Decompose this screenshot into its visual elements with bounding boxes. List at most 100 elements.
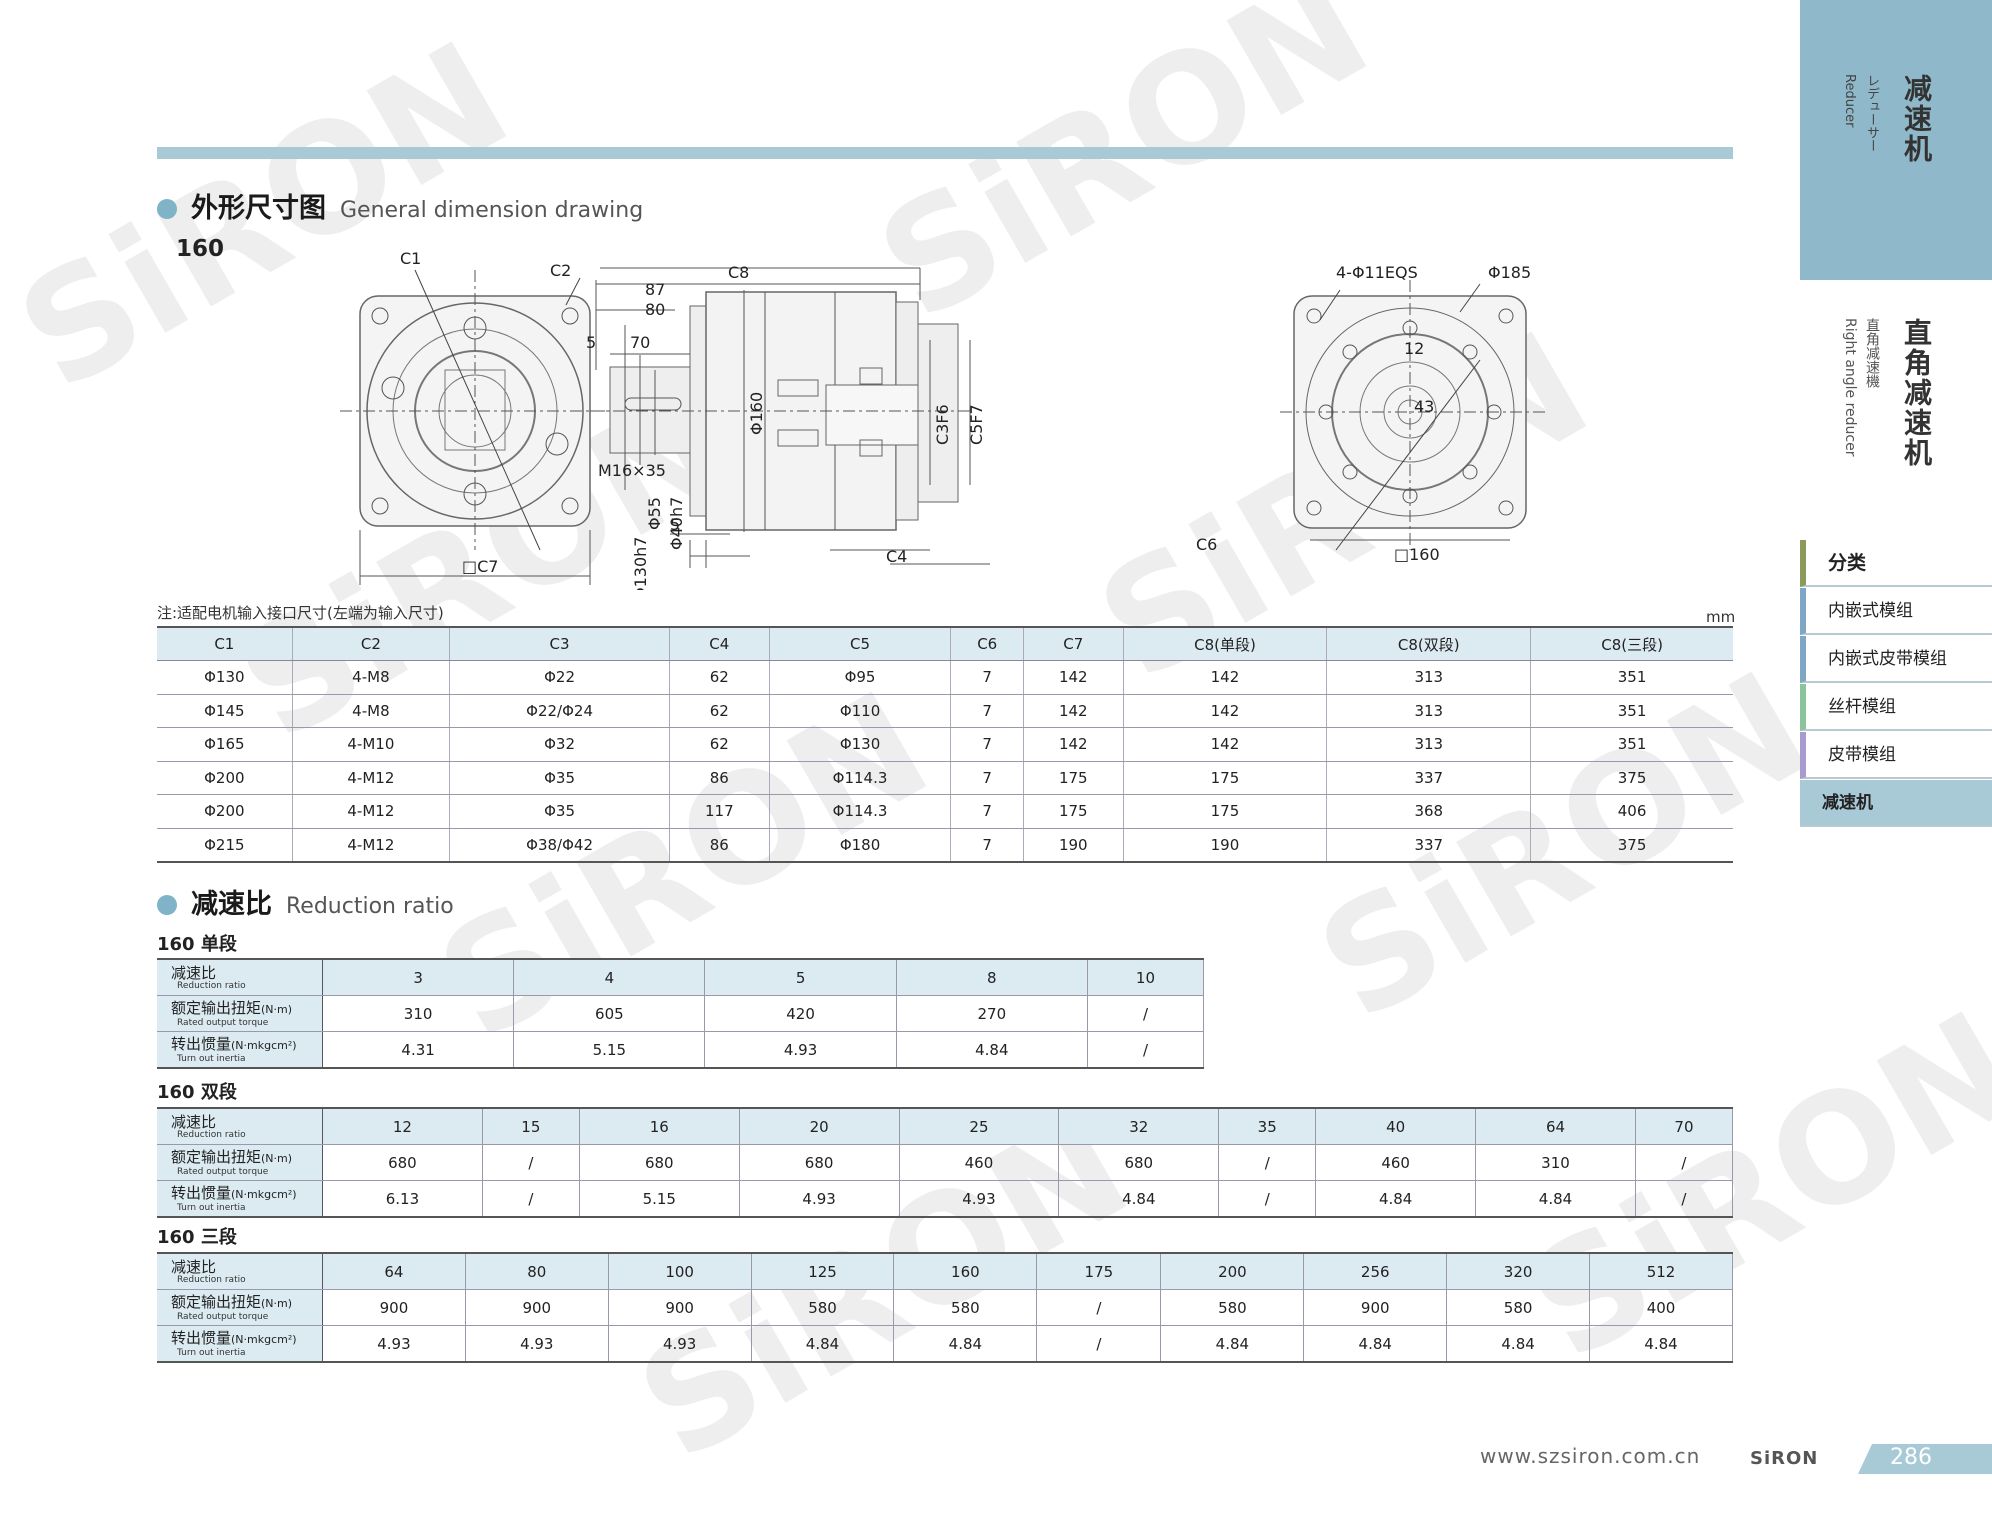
table-cell: 175 — [1023, 794, 1124, 829]
column-header: C3 — [449, 627, 671, 661]
row-label: 额定输出扭矩(N·m)Rated output torque — [157, 995, 323, 1032]
table-cell: Φ130 — [157, 660, 293, 695]
bullet-dot — [157, 895, 177, 915]
table-cell: 351 — [1530, 660, 1733, 695]
table-cell: 4.84 — [1475, 1180, 1636, 1218]
table-cell: 20 — [739, 1108, 900, 1145]
table-cell: Φ110 — [769, 694, 952, 728]
table-cell: 375 — [1530, 761, 1733, 795]
table-cell: 15 — [482, 1108, 580, 1145]
table-cell: 580 — [751, 1289, 895, 1326]
table-cell: Φ114.3 — [769, 761, 952, 795]
table-cell: 256 — [1303, 1253, 1448, 1290]
table-cell: 460 — [899, 1144, 1060, 1181]
table-cell: Φ200 — [157, 761, 293, 795]
table-cell: 4 — [513, 959, 706, 996]
table-cell: 100 — [608, 1253, 752, 1290]
table-cell: 900 — [322, 1289, 466, 1326]
table-cell: Φ180 — [769, 828, 952, 863]
dim-c4-label: C4 — [886, 547, 907, 566]
table-cell: 5.15 — [513, 1031, 706, 1069]
table-cell: 5 — [704, 959, 897, 996]
column-header: C8(三段) — [1530, 627, 1733, 661]
table-cell: 4-M10 — [292, 727, 451, 762]
dim-phi55-label: Φ55 — [645, 497, 664, 530]
table-cell: 313 — [1326, 727, 1532, 762]
table-cell: 313 — [1326, 660, 1532, 695]
page-number-box — [1858, 1444, 1992, 1474]
sidebar-menu-item[interactable]: 内嵌式皮带模组 — [1800, 636, 1992, 683]
table-cell: 4-M8 — [292, 694, 451, 728]
dim-phi40-label: Φ40h7 — [667, 497, 686, 550]
rear-view-drawing: 4-Φ11EQS Φ185 12 43 □160 — [1280, 263, 1545, 564]
footer-brand-logo: SiRON — [1750, 1448, 1819, 1469]
table-cell: 64 — [1475, 1108, 1636, 1145]
table-cell: 4.84 — [1315, 1180, 1477, 1218]
table-cell: 368 — [1326, 794, 1532, 829]
row-label: 转出惯量(N·mkgcm²)Turn out inertia — [157, 1325, 323, 1363]
dim-80-label: 80 — [645, 300, 665, 319]
dim-70-label: 70 — [630, 333, 650, 352]
table-cell: 400 — [1589, 1289, 1733, 1326]
table-cell: 190 — [1123, 828, 1328, 863]
sidebar-menu-item[interactable]: 皮带模组 — [1800, 732, 1992, 779]
dim-holes-label: 4-Φ11EQS — [1336, 263, 1418, 282]
dim-c6-label: C6 — [1196, 535, 1217, 554]
sidebar-menu-item[interactable]: 减速机 — [1800, 780, 1992, 827]
table-cell: 4.93 — [739, 1180, 900, 1218]
table-cell: 175 — [1023, 761, 1124, 795]
table-cell: 200 — [1160, 1253, 1305, 1290]
table-cell: 62 — [669, 727, 770, 762]
table-cell: 8 — [896, 959, 1088, 996]
side-view — [590, 267, 990, 568]
table-cell: 375 — [1530, 828, 1733, 863]
table-cell: Φ35 — [449, 761, 671, 795]
sidebar-title-jp: レデューサー — [1864, 74, 1879, 152]
table-cell: / — [1635, 1180, 1734, 1218]
table-cell: 605 — [513, 995, 706, 1032]
table-cell: / — [1036, 1325, 1162, 1363]
table-cell: 175 — [1123, 761, 1328, 795]
footer-url[interactable]: www.szsiron.com.cn — [1480, 1444, 1701, 1468]
table-cell: / — [1087, 995, 1205, 1032]
table-cell: 142 — [1123, 694, 1328, 728]
table-cell: 4.31 — [322, 1031, 515, 1069]
table-cell: / — [1218, 1180, 1317, 1218]
table-cell: / — [1087, 1031, 1205, 1069]
sidebar-menu-item[interactable]: 内嵌式模组 — [1800, 588, 1992, 635]
sidebar-subcategory-block: 直角减速机 直角减速機 Right angle reducer — [1800, 278, 1992, 532]
column-header: C2 — [292, 627, 451, 661]
table-cell: 10 — [1087, 959, 1205, 996]
column-header: C6 — [950, 627, 1024, 661]
table-cell: 337 — [1326, 828, 1532, 863]
table-cell: 86 — [669, 828, 770, 863]
table-cell: 7 — [950, 694, 1024, 728]
sidebar-menu-item[interactable]: 丝杆模组 — [1800, 684, 1992, 731]
table-cell: 580 — [893, 1289, 1038, 1326]
table-cell: 4.84 — [893, 1325, 1038, 1363]
table-cell: 190 — [1023, 828, 1124, 863]
section-title-dimensions: 外形尺寸图 General dimension drawing — [157, 186, 643, 225]
triple-stage-title: 160 三段 — [157, 1227, 237, 1248]
table-cell: 460 — [1315, 1144, 1477, 1181]
table-cell: 32 — [1058, 1108, 1220, 1145]
sidebar-subtitle-en: Right angle reducer — [1842, 318, 1858, 457]
single-stage-title: 160 单段 — [157, 934, 237, 955]
table-cell: Φ130 — [769, 727, 952, 762]
table-cell: 4.93 — [704, 1031, 897, 1069]
table-cell: Φ95 — [769, 660, 952, 695]
table-cell: Φ145 — [157, 694, 293, 728]
